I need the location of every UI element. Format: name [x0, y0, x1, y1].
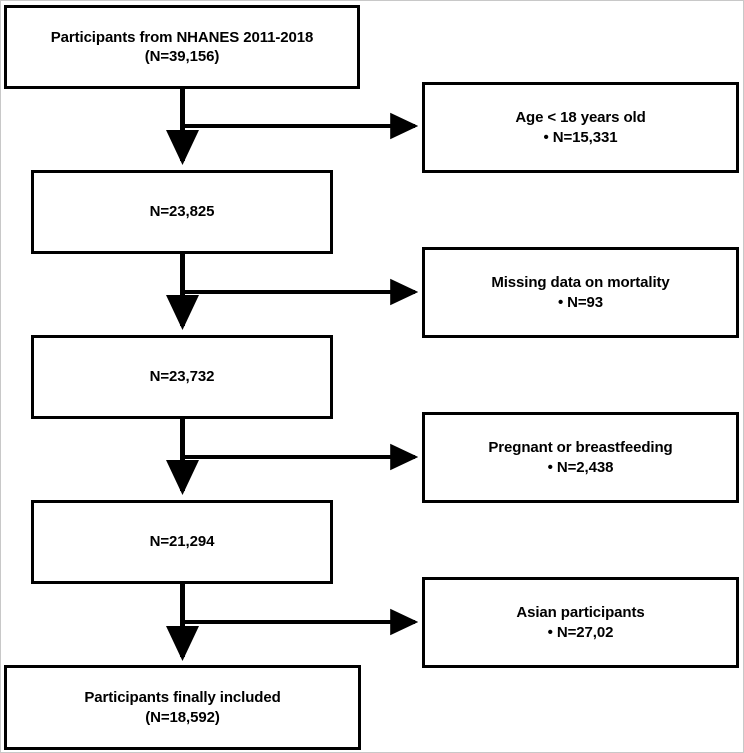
- exclusion-reason: Pregnant or breastfeeding: [488, 439, 673, 456]
- exclusion-count: • N=2,438: [547, 458, 614, 476]
- exclusion-reason: Missing data on mortality: [491, 274, 670, 291]
- exclusion-box-pregnancy: Pregnant or breastfeeding • N=2,438: [422, 412, 739, 503]
- box-line-primary: Participants from NHANES 2011-2018: [50, 28, 314, 46]
- exclusion-reason: Age < 18 years old: [515, 109, 646, 126]
- box-line-secondary: (N=18,592): [145, 708, 220, 726]
- exclusion-count: • N=93: [557, 293, 604, 311]
- box-line-primary: Participants finally included: [84, 689, 281, 706]
- exclusion-box-age: Age < 18 years old • N=15,331: [422, 82, 739, 173]
- box-line-secondary: (N=39,156): [144, 48, 220, 65]
- exclusion-count: • N=15,331: [543, 128, 618, 146]
- main-box-after-mortality-exclusion: N=23,732: [31, 335, 333, 419]
- main-box-after-pregnancy-exclusion: N=21,294: [31, 500, 333, 584]
- main-box-source-population: Participants from NHANES 2011-2018 (N=39…: [4, 5, 360, 89]
- box-line-primary: N=23,825: [149, 203, 215, 221]
- exclusion-count: • N=27,02: [547, 623, 614, 641]
- exclusion-box-asian: Asian participants • N=27,02: [422, 577, 739, 668]
- exclusion-reason: Asian participants: [516, 604, 645, 621]
- exclusion-box-mortality: Missing data on mortality • N=93: [422, 247, 739, 338]
- main-box-after-age-exclusion: N=23,825: [31, 170, 333, 254]
- main-box-final-included: Participants finally included (N=18,592): [4, 665, 361, 750]
- box-line-primary: N=21,294: [149, 533, 215, 551]
- box-line-primary: N=23,732: [149, 368, 215, 386]
